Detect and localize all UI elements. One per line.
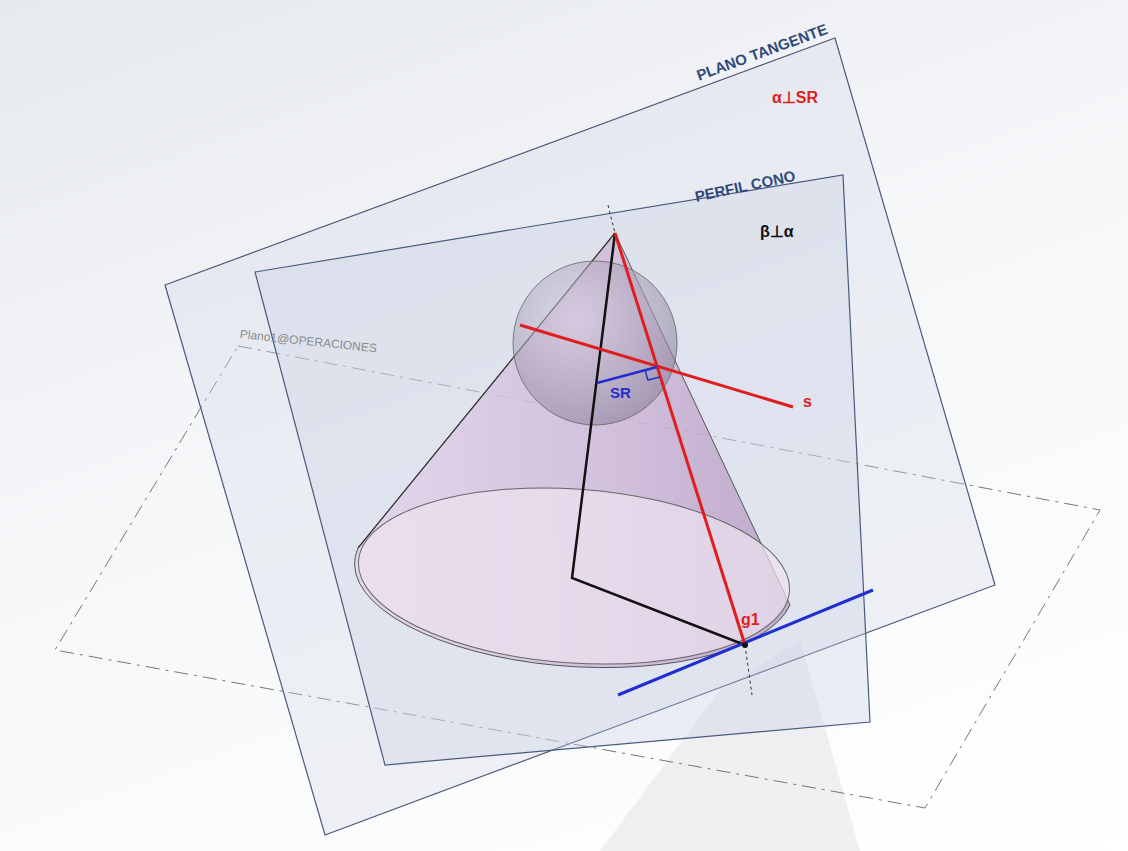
line-label: s [803,394,812,410]
line-s [520,325,793,407]
radius-label: SR [610,385,631,400]
construction-line [745,645,752,695]
tangent-plane [165,38,995,835]
plane-name: Plano1@OPERACIONES [239,328,377,354]
generatrix-line [615,233,745,645]
plane-condition: β⊥α [760,224,794,240]
plane-condition: α⊥SR [772,90,818,106]
line-label: g1 [741,612,760,628]
profile-plane [255,175,870,765]
cone-base [352,474,795,678]
cone-axis [572,233,745,645]
tangent-line [618,590,873,695]
plane-title: PERFIL CONO [693,167,796,203]
plane-title: PLANO TANGENTE [694,21,829,82]
construction-line [608,205,615,233]
right-angle-mark [645,370,660,380]
